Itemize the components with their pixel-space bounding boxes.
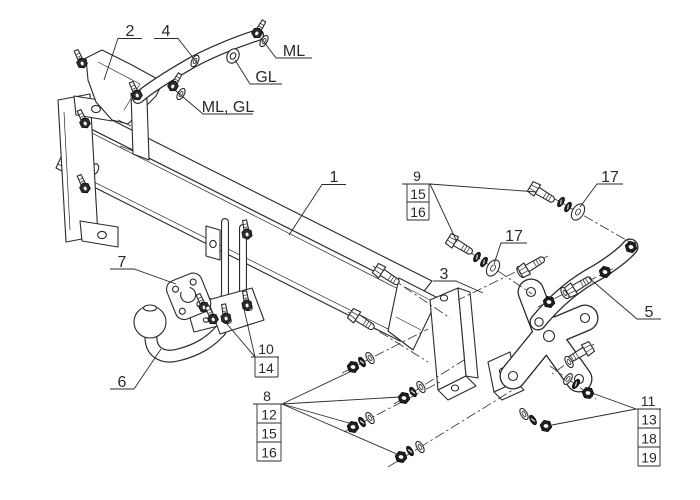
gl-bushing: [226, 48, 240, 64]
callout-5: 5: [645, 304, 654, 321]
stack-table-8-12-15-16: 8 12 15 16: [253, 368, 401, 462]
callout-3: 3: [440, 266, 449, 283]
callout-17-mid: 17: [505, 228, 523, 245]
callout-4: 4: [162, 23, 171, 40]
stack-c-1: 12: [261, 407, 277, 423]
callout-17-upper: 17: [601, 169, 619, 186]
callout-gl: GL: [255, 69, 276, 86]
callout-ml-gl: ML, GL: [202, 99, 255, 116]
stack-a-2: 16: [410, 204, 426, 220]
beam-end-bracket-left: [57, 93, 119, 248]
callouts: 2 4 ML GL ML, GL 1 3 5 7 6 17 17: [103, 23, 661, 391]
callout-1: 1: [330, 169, 339, 186]
stack-b-0: 10: [258, 341, 274, 357]
upper-arm: [132, 29, 264, 104]
callout-6: 6: [118, 374, 127, 391]
stack-d-0: 11: [641, 393, 656, 409]
stack-d-1: 13: [641, 412, 657, 428]
callout-7: 7: [118, 254, 127, 271]
stack-table-9-15-16: 9 15 16: [402, 168, 538, 243]
stack-b-1: 14: [258, 360, 274, 376]
stack-d-3: 19: [641, 450, 657, 466]
stack-table-10-14: 10 14: [226, 308, 279, 378]
stack-c-3: 16: [261, 445, 277, 461]
stack-c-0: 8: [263, 388, 271, 404]
stack-a-0: 9: [413, 168, 421, 184]
stack-c-2: 15: [261, 426, 277, 442]
stack-d-2: 18: [641, 431, 657, 447]
callout-2: 2: [126, 23, 135, 40]
stack-table-11-13-18-19: 11 13 18 19: [551, 392, 661, 467]
fasteners: [71, 17, 639, 464]
stack-a-1: 15: [410, 186, 426, 202]
beam-end-plate-right: [387, 277, 439, 351]
callout-ml: ML: [283, 43, 305, 60]
bolt-icon: [526, 180, 558, 207]
main-beam: [55, 107, 433, 342]
